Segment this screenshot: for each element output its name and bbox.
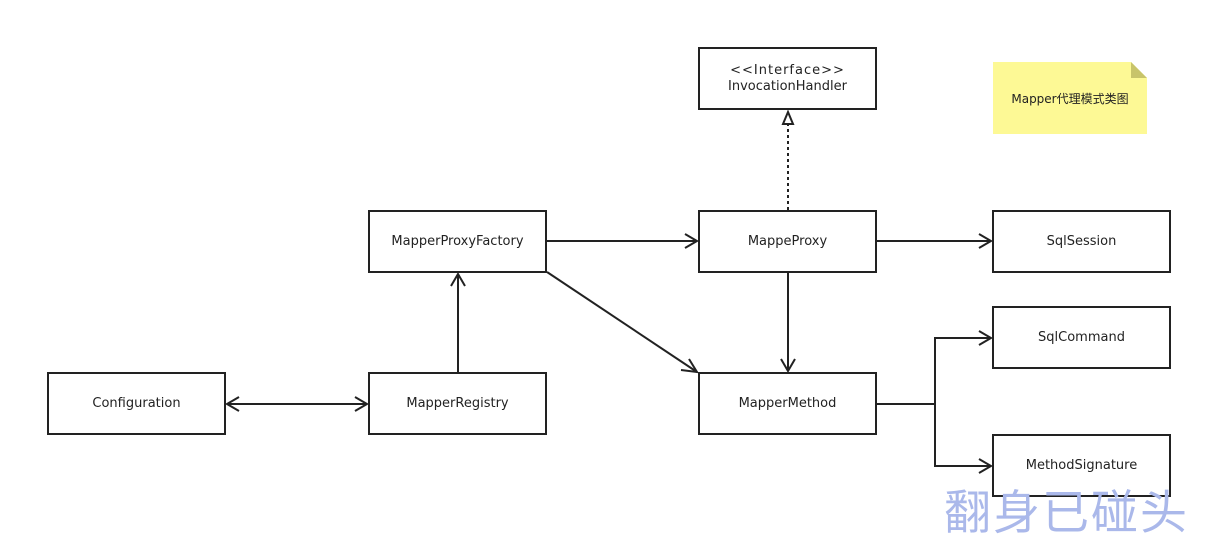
class-invocation-handler[interactable]: <<Interface>> InvocationHandler [698, 47, 877, 110]
class-configuration[interactable]: Configuration [47, 372, 226, 435]
hollow-arrowhead [781, 109, 795, 125]
method-to-sqlcommand-edge [877, 337, 991, 405]
class-name: MapperRegistry [406, 395, 509, 411]
class-name: MethodSignature [1025, 457, 1138, 473]
class-name: Configuration [92, 395, 181, 411]
arrowhead [978, 233, 993, 249]
arrowhead [684, 233, 699, 249]
diagram-note[interactable]: Mapper代理模式类图 [993, 62, 1147, 134]
class-name: SqlSession [1046, 233, 1117, 249]
arrowhead [225, 396, 240, 412]
class-sql-session[interactable]: SqlSession [992, 210, 1171, 273]
class-method-signature[interactable]: MethodSignature [992, 434, 1171, 497]
watermark: 翻身已碰头 [944, 486, 1189, 541]
class-name: MapperMethod [738, 395, 837, 411]
class-name: InvocationHandler [728, 78, 847, 94]
class-mappe-proxy[interactable]: MappeProxy [698, 210, 877, 273]
class-sql-command[interactable]: SqlCommand [992, 306, 1171, 369]
class-mapper-method[interactable]: MapperMethod [698, 372, 877, 435]
arrowhead [450, 272, 466, 287]
class-mapper-registry[interactable]: MapperRegistry [368, 372, 547, 435]
arrowhead [680, 358, 699, 374]
arrowhead [354, 396, 369, 412]
arrowhead [978, 458, 993, 474]
interface-stereotype: <<Interface>> [730, 62, 845, 78]
arrowhead [978, 330, 993, 346]
class-name: MapperProxyFactory [391, 233, 524, 249]
class-name: MappeProxy [747, 233, 828, 249]
method-to-signature-edge [934, 404, 991, 467]
factory-to-method-edge [546, 271, 698, 373]
class-mapper-proxy-factory[interactable]: MapperProxyFactory [368, 210, 547, 273]
class-name: SqlCommand [1038, 329, 1125, 345]
arrowhead [780, 358, 796, 373]
note-text: Mapper代理模式类图 [1011, 91, 1129, 106]
